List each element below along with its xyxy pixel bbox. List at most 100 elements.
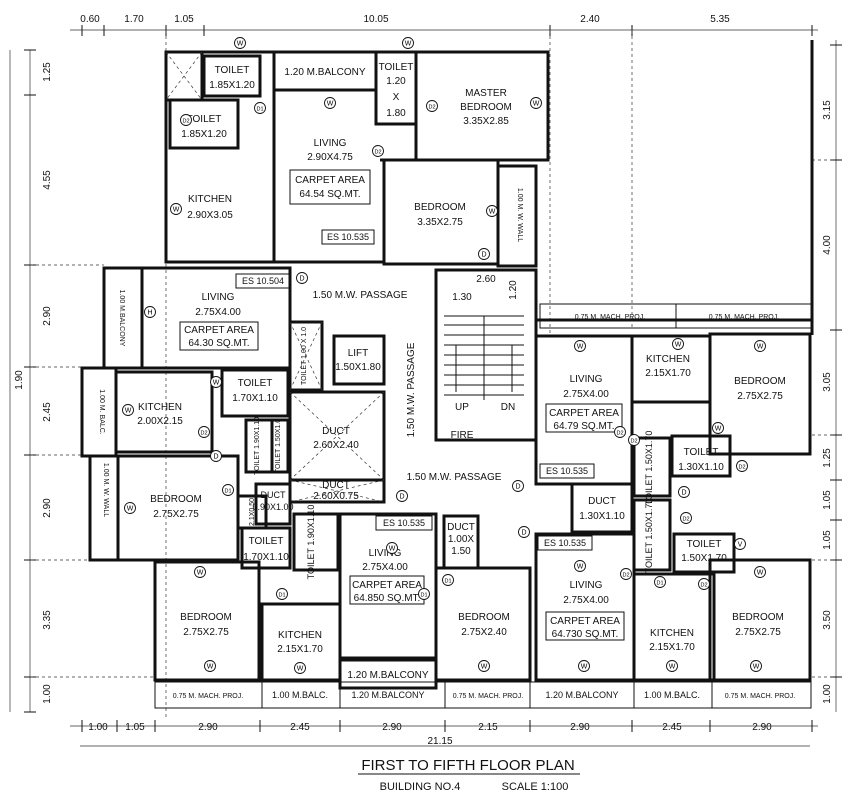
- svg-text:D2: D2: [374, 150, 381, 156]
- window-marker-icon: W: [124, 502, 136, 514]
- master-1: MASTER: [465, 88, 507, 99]
- dim-right-7: 3.50: [822, 610, 833, 630]
- toilet-d3: TOILET 1.50X1.70: [644, 499, 654, 574]
- window-marker-icon: W: [386, 542, 398, 554]
- bedroom-d-label: BEDROOM: [734, 376, 786, 387]
- svg-text:W: W: [577, 564, 584, 571]
- svg-text:W: W: [207, 664, 214, 671]
- door-marker-icon: D1: [254, 102, 266, 114]
- dim-right-3: 3.05: [822, 372, 833, 392]
- carpet-b-value: 64.30 SQ.MT.: [188, 338, 249, 349]
- dim-bottom-7: 2.90: [570, 722, 590, 733]
- door-marker-icon: D: [396, 490, 408, 502]
- svg-text:W: W: [715, 426, 722, 433]
- toilet-c-label: TOILET: [249, 536, 284, 547]
- dim-top-4: 10.05: [363, 14, 388, 25]
- svg-text:W: W: [753, 664, 760, 671]
- svg-text:D: D: [481, 252, 486, 259]
- es-c-box: [375, 515, 433, 531]
- shaft-crosses: [165, 51, 385, 503]
- duct-e-label: DUCT: [588, 496, 616, 507]
- svg-text:W: W: [127, 506, 134, 513]
- toilet-top-h: 1.80: [386, 108, 406, 119]
- master-size: 3.35X2.85: [463, 116, 509, 127]
- toilet-b2: TOILET 1.90X1.10: [254, 417, 261, 475]
- door-marker-icon: D: [478, 248, 490, 260]
- svg-text:V: V: [738, 542, 743, 549]
- toilet-top-w: 1.20: [386, 76, 406, 87]
- passage-top: 1.50 M.W. PASSAGE: [313, 290, 408, 301]
- duct-d-label: DUCT: [447, 522, 475, 533]
- window-marker-icon: W: [666, 660, 678, 672]
- window-marker-icon: W: [750, 660, 762, 672]
- bedroom-c2-label: BEDROOM: [458, 612, 510, 623]
- living-a-label: LIVING: [314, 138, 347, 149]
- toilet-1-size: 1.85X1.20: [209, 80, 255, 91]
- carpet-d-label: CARPET AREA: [549, 408, 619, 419]
- living-b-label: LIVING: [202, 292, 235, 303]
- svg-text:D2: D2: [700, 583, 707, 589]
- svg-text:D: D: [521, 530, 526, 537]
- mach-bot-1: 0.75 M. MACH. PROJ.: [173, 693, 243, 700]
- duct-c-size: 0.90X1.00: [252, 502, 293, 512]
- es-b-box: [235, 273, 291, 289]
- duct-d-h: 1.50: [451, 546, 471, 557]
- svg-text:W: W: [581, 664, 588, 671]
- dim-bottom-4: 2.45: [290, 722, 310, 733]
- dim-bottom-9: 2.90: [752, 722, 772, 733]
- svg-text:W: W: [125, 408, 132, 415]
- svg-text:D2: D2: [428, 105, 435, 111]
- living-d-size: 2.75X4.00: [563, 389, 609, 400]
- svg-text:W: W: [481, 664, 488, 671]
- svg-text:D2: D2: [616, 431, 623, 437]
- window-marker-icon: W: [754, 340, 766, 352]
- door-marker-icon: D2: [198, 426, 210, 438]
- svg-text:W: W: [533, 101, 540, 108]
- window-marker-icon: W: [530, 97, 542, 109]
- kitchen-d-label: KITCHEN: [646, 354, 690, 365]
- stair-dim-3: 1.30: [452, 292, 472, 303]
- door-marker-icon: V: [734, 538, 746, 550]
- carpet-e-label: CARPET AREA: [550, 616, 620, 627]
- stair-fire: FIRE: [451, 430, 474, 441]
- dimension-lines: [9, 25, 842, 747]
- door-marker-icon: D: [518, 526, 530, 538]
- master-2: BEDROOM: [460, 102, 512, 113]
- window-marker-icon: W: [672, 338, 684, 350]
- carpet-d-value: 64.79 SQ.MT.: [553, 421, 614, 432]
- window-marker-icon: W: [402, 37, 414, 49]
- scale-label: SCALE 1:100: [502, 781, 569, 793]
- door-marker-icon: H: [144, 306, 156, 318]
- toilet-c-size: 1.70X1.10: [243, 552, 289, 563]
- door-marker-icon: D2: [620, 568, 632, 580]
- bedroom-b-size: 2.75X2.75: [153, 509, 199, 520]
- dim-right-4: 1.25: [822, 448, 833, 468]
- dim-total: 21.15: [427, 736, 452, 747]
- door-marker-icon: D1: [654, 576, 666, 588]
- dim-top-5: 2.40: [580, 14, 600, 25]
- bedroom-b-label: BEDROOM: [150, 494, 202, 505]
- svg-text:W: W: [669, 664, 676, 671]
- stair-dim-1: 2.60: [476, 274, 496, 285]
- mach-bot-2: 0.75 M. MACH. PROJ.: [453, 693, 523, 700]
- dim-left-3: 2.90: [42, 306, 53, 326]
- toilet-2-size: 1.85X1.20: [181, 129, 227, 140]
- kitchen-d-size: 2.15X1.70: [645, 368, 691, 379]
- svg-text:W: W: [327, 101, 334, 108]
- door-marker-icon: D1: [276, 588, 288, 600]
- svg-text:D1: D1: [224, 489, 231, 495]
- projections: [154, 303, 813, 709]
- walls: [80, 40, 814, 690]
- stair-dn: DN: [501, 402, 515, 413]
- passage-mid: 1.50 M.W. PASSAGE: [406, 342, 417, 437]
- svg-text:W: W: [237, 41, 244, 48]
- dim-bottom-3: 2.90: [198, 722, 218, 733]
- bedroom-a-label: BEDROOM: [414, 202, 466, 213]
- duct-small: 2.1X0.50: [249, 498, 256, 526]
- dim-top-2: 1.70: [124, 14, 144, 25]
- plan-title: FIRST TO FIFTH FLOOR PLAN: [361, 757, 574, 774]
- es-e-box: [537, 535, 593, 551]
